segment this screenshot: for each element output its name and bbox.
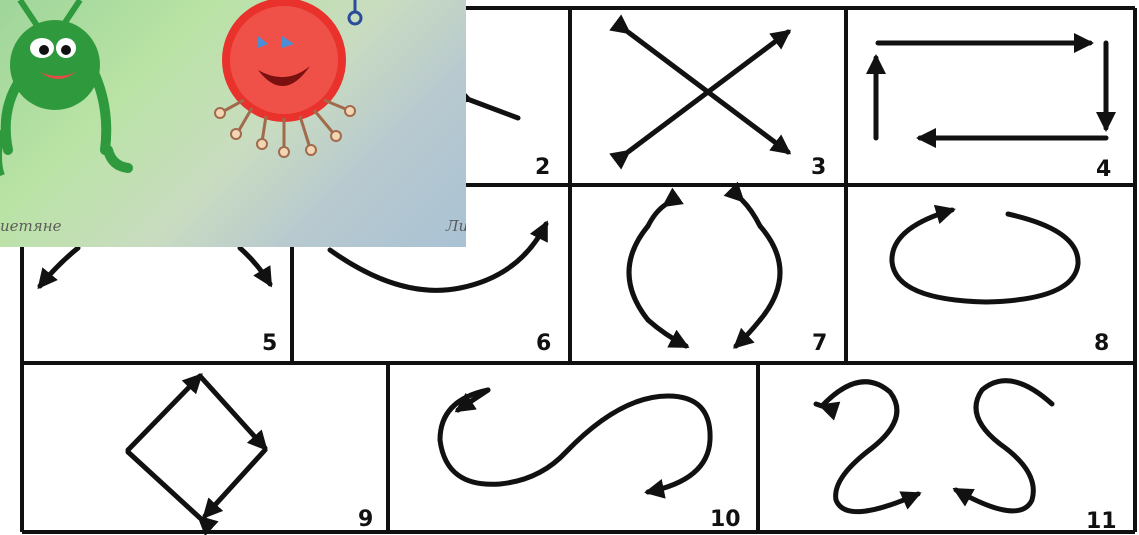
cell-number-5: 5 xyxy=(262,331,277,356)
pattern-cell-3: 3 xyxy=(628,32,826,180)
cell-number-7: 7 xyxy=(812,331,827,356)
pattern-cell-8: 8 xyxy=(892,210,1109,356)
pattern-cell-9: 9 xyxy=(128,376,373,532)
overlay-illustration xyxy=(0,0,466,247)
green-alien-icon xyxy=(0,0,128,176)
cell-number-3: 3 xyxy=(811,155,826,180)
pattern-cell-4: 4 xyxy=(876,43,1111,182)
pattern-cell-11: 11 xyxy=(816,381,1117,534)
pattern-cell-7: 7 xyxy=(629,200,827,356)
pattern-cell-2: 2 xyxy=(470,100,550,180)
cell-number-2: 2 xyxy=(535,155,550,180)
cell-number-9: 9 xyxy=(358,507,373,532)
overlay-caption-left: иетяне xyxy=(0,217,61,235)
red-fuzzy-alien-icon xyxy=(215,0,361,157)
overlay-caption-right: Ли xyxy=(446,217,466,235)
cell-number-8: 8 xyxy=(1094,331,1109,356)
cell-number-4: 4 xyxy=(1096,157,1111,182)
pattern-cell-5: 5 xyxy=(40,248,277,356)
cell-number-6: 6 xyxy=(536,331,551,356)
cell-number-10: 10 xyxy=(710,507,741,532)
cell-number-11: 11 xyxy=(1086,509,1117,534)
pattern-cell-10: 10 xyxy=(440,390,741,532)
cartoon-overlay: иетяне Ли xyxy=(0,0,466,247)
